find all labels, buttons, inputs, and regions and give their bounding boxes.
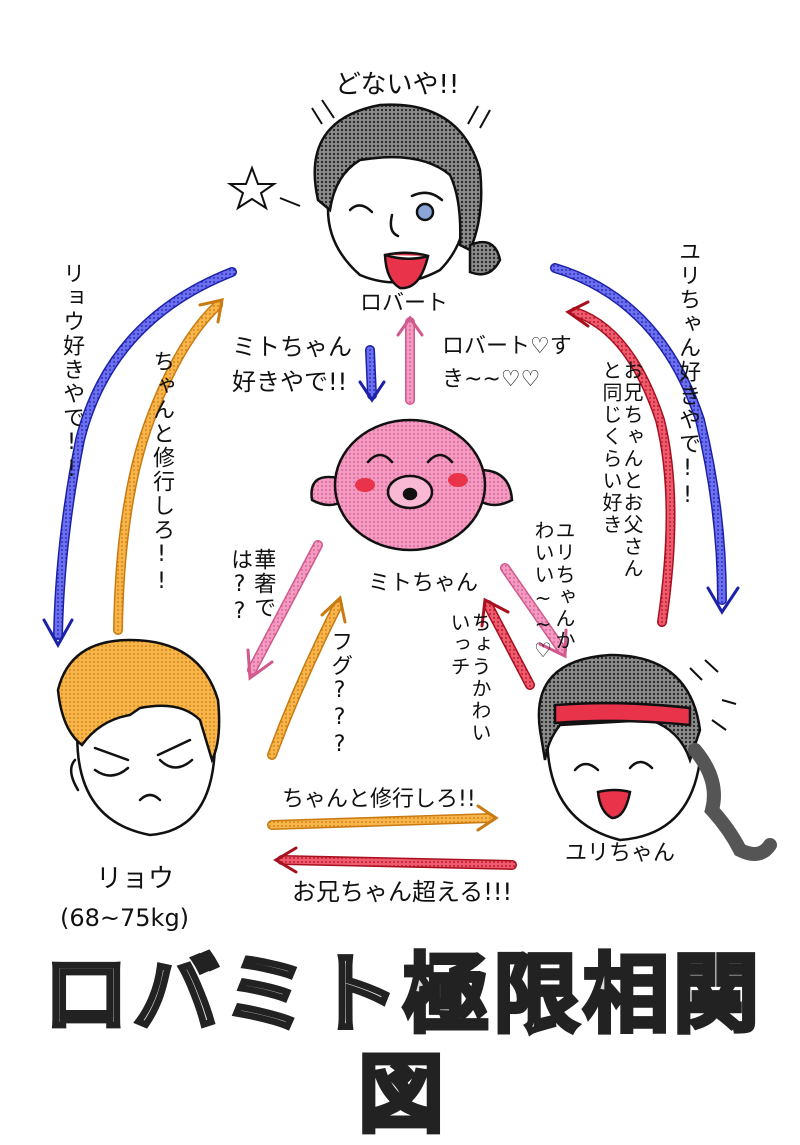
arrow-ryo-to-mito (267, 595, 347, 760)
arrow-mito-to-ryo (246, 540, 323, 681)
relation-mito-to-robert: ロバート♡すき~~♡♡ (442, 334, 572, 392)
robert-mouth (383, 251, 430, 290)
yuri-mouth (596, 788, 632, 820)
arrow-mito-to-yuri (500, 563, 568, 659)
robert-ponytail (468, 240, 502, 276)
relationship-diagram (42, 99, 777, 874)
robert-hair (313, 103, 483, 252)
relation-robert-to-yuri: ユリちゃん好きやで!! (675, 240, 701, 510)
ryo-face (56, 638, 221, 837)
arrow-ryo-to-yuri (267, 804, 499, 832)
yuri-face (537, 653, 777, 861)
yuri-braid (688, 743, 777, 861)
arrow-robert-to-mito (358, 345, 386, 403)
relation-ryo-to-mito: フグ??? (327, 630, 353, 759)
yuri-headband (553, 701, 692, 727)
mito-name: ミトちゃん (368, 571, 479, 596)
robert-name: ロバート (360, 291, 449, 316)
mito-right-fin (476, 468, 514, 507)
relation-robert-to-mito: ミトちゃん好きやで!! (232, 333, 352, 396)
relation-mito-to-yuri: ユリちゃんかわいい~~♡ (531, 520, 576, 664)
relation-ryo-to-robert: ちゃんと修行しろ!! (149, 350, 175, 596)
relation-robert-to-ryo: リョウ好きやで!! (59, 262, 85, 484)
ryo-name: リョウ (96, 864, 175, 894)
arrow-robert-to-yuri (550, 263, 740, 615)
relation-yuri-to-mito: ちょうかわいいっチ (447, 612, 492, 744)
arrow-yuri-to-robert (565, 300, 676, 627)
emphasis-lines (311, 99, 737, 731)
page-title: ロバミト極限相関図 (41, 943, 763, 1145)
robert-face (313, 103, 502, 290)
relation-ryo-to-yuri: ちゃんと修行しろ!! (282, 787, 476, 812)
robert-shout: どないや!! (335, 70, 460, 100)
arrow-yuri-to-mito (480, 597, 535, 690)
arrow-mito-to-robert (396, 315, 424, 405)
yuri-name: ユリちゃん (565, 841, 676, 866)
relation-yuri-to-robert: お兄ちゃんとお父さんと同じくらい好き (599, 360, 644, 580)
ryo-hair (56, 638, 221, 764)
ryo-weight: (68~75kg) (60, 904, 190, 932)
arrow-yuri-to-ryo (273, 846, 517, 874)
star-icon (226, 165, 301, 211)
arrow-robert-to-ryo (42, 267, 237, 649)
relation-mito-to-ryo: 華奢では?? (227, 548, 276, 626)
mito-face (310, 418, 514, 552)
arrow-ryo-to-robert (113, 298, 224, 635)
relation-yuri-to-ryo: お兄ちゃん超える!!! (292, 878, 513, 906)
